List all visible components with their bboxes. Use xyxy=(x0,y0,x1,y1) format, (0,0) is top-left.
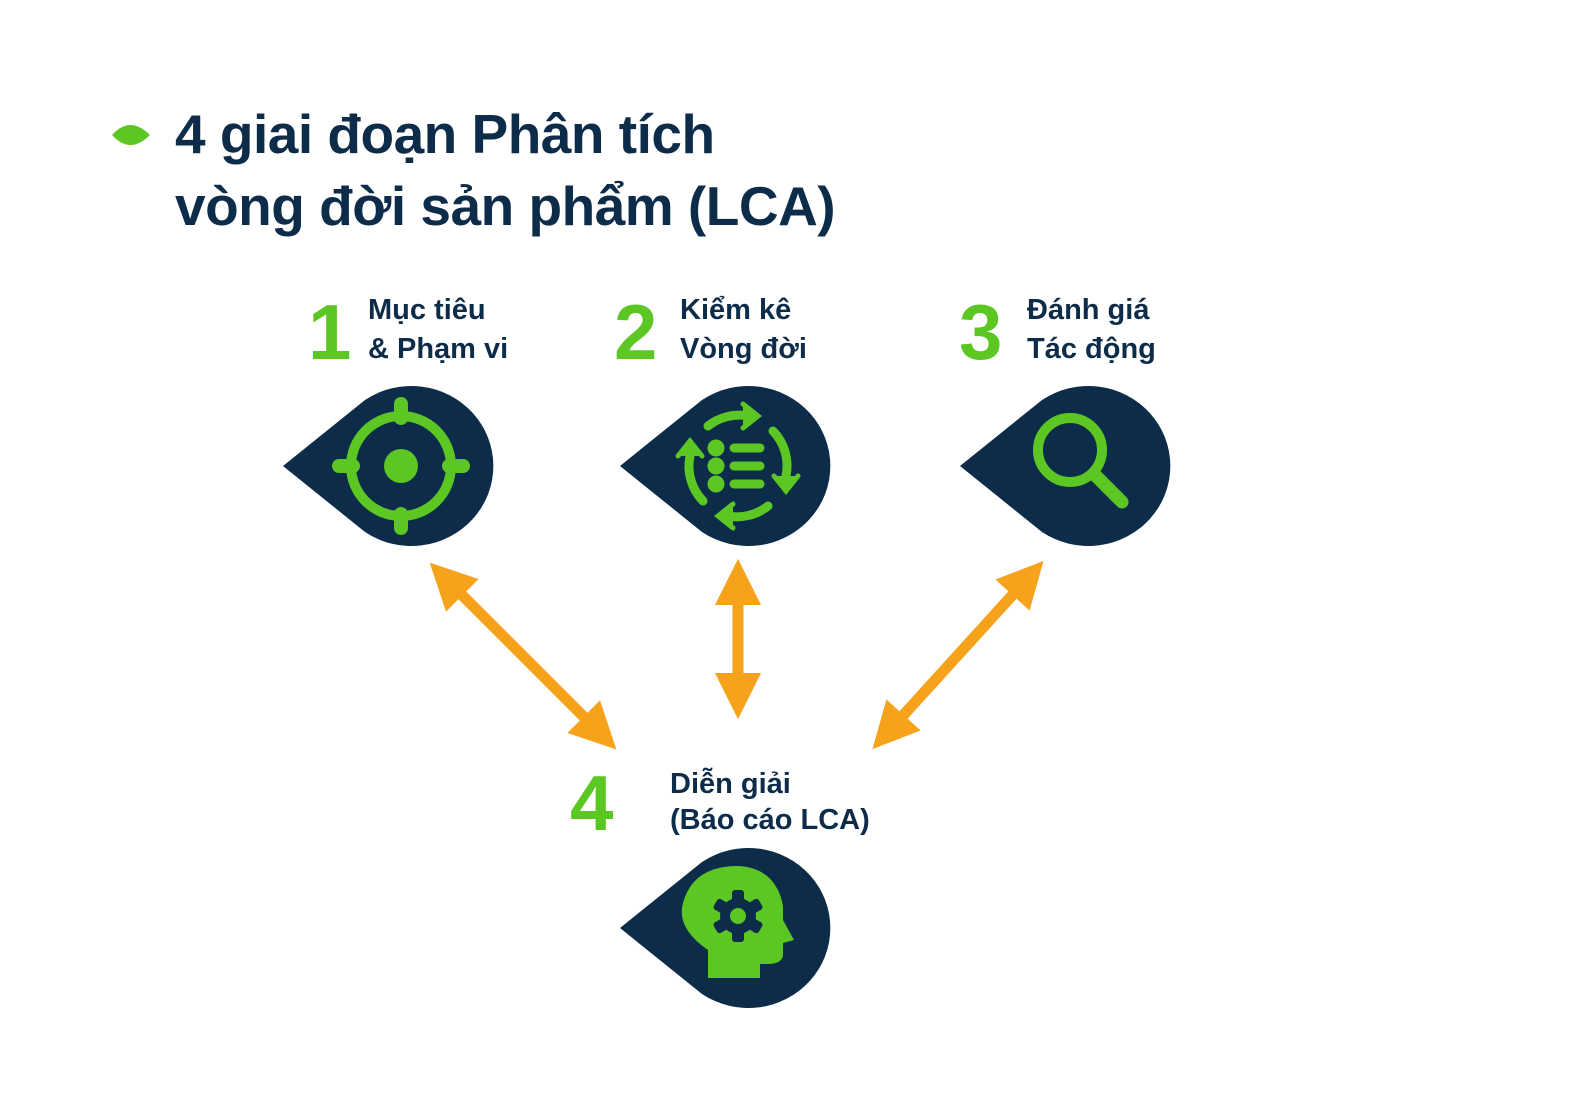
stage-1-number: 1 xyxy=(308,288,352,376)
stage-3-number: 3 xyxy=(959,288,1003,376)
stage-4-label-line-2: (Báo cáo LCA) xyxy=(670,804,870,836)
stage-4-label-line-1: Diễn giải xyxy=(670,768,791,800)
stage-4-label: Diễn giải (Báo cáo LCA) xyxy=(670,766,870,838)
stage-4-badge xyxy=(620,848,831,1008)
stage-2-number: 2 xyxy=(614,288,658,376)
stage-1-label-line-1: Mục tiêu xyxy=(368,294,486,326)
page-title: 4 giai đoạn Phân tích vòng đời sản phẩm … xyxy=(175,98,836,242)
stage-2-label: Kiểm kê Vòng đời xyxy=(680,291,807,369)
stage-4-number: 4 xyxy=(570,759,614,847)
stage-1-badge xyxy=(283,386,494,546)
arrow-3-4 xyxy=(872,560,1044,750)
stage-1-label-line-2: & Phạm vi xyxy=(368,333,509,365)
stage-3-label-line-1: Đánh giá xyxy=(1027,294,1150,326)
leaf-bullet-icon xyxy=(112,125,150,145)
stage-2-label-line-2: Vòng đời xyxy=(680,333,807,365)
cycle-list-icon xyxy=(675,401,801,531)
stage-2-label-line-1: Kiểm kê xyxy=(680,294,792,326)
magnifier-icon xyxy=(1033,413,1129,509)
stage-1-label: Mục tiêu & Phạm vi xyxy=(368,291,508,369)
head-gear-icon xyxy=(681,866,794,978)
stage-3-label: Đánh giá Tác động xyxy=(1027,291,1156,369)
title-line-1: 4 giai đoạn Phân tích xyxy=(175,103,715,165)
stage-3-label-line-2: Tác động xyxy=(1027,333,1156,365)
stage-3-badge xyxy=(960,386,1171,546)
target-icon xyxy=(332,397,470,535)
stage-2-badge xyxy=(620,386,831,546)
title-line-2: vòng đời sản phẩm (LCA) xyxy=(175,175,836,237)
arrow-1-4 xyxy=(429,562,617,750)
